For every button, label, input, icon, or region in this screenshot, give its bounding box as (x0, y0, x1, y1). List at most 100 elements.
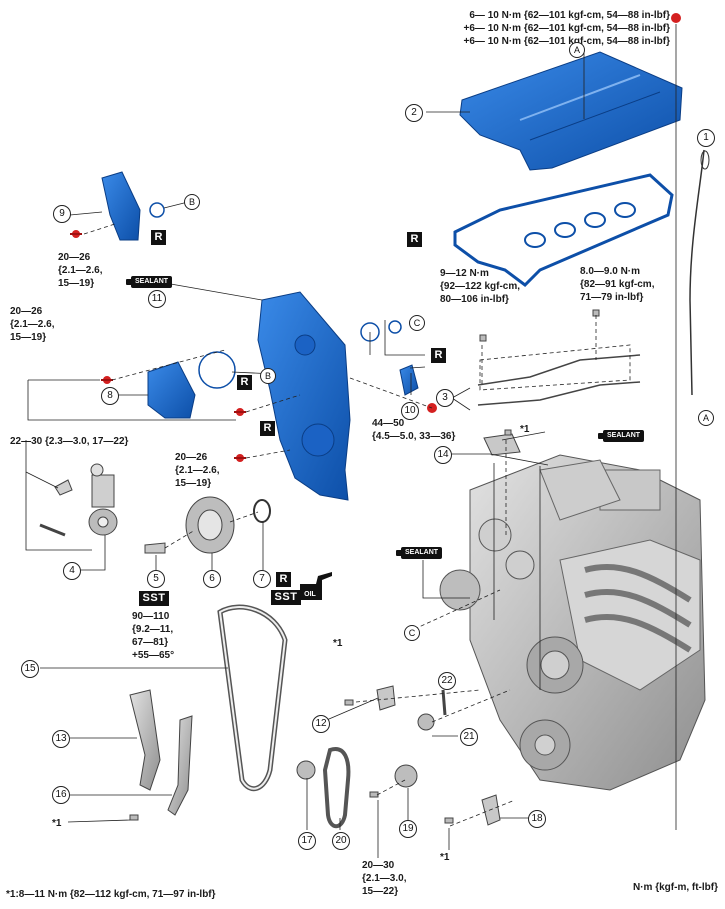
torque-44-50-line-1: 44—50 (372, 418, 405, 429)
part-number-3: 3 (436, 389, 454, 407)
chain-tensioner-12 (376, 685, 396, 711)
torque-9-12-line-1: 9—12 N·m (440, 268, 489, 279)
replace-badge: R (237, 375, 252, 390)
part-number-5: 5 (147, 570, 165, 588)
part-number-17: 17 (298, 832, 316, 850)
pin-22 (441, 689, 447, 716)
sealant-icon: SEALANT (598, 430, 654, 442)
ref-letter-b: B (184, 194, 200, 210)
torque-20-30-line-1: 20—30 (362, 860, 395, 871)
part-number-21: 21 (460, 728, 478, 746)
chain-guide (129, 689, 161, 791)
pulley-bolt (144, 542, 166, 554)
part-number-16: 16 (52, 786, 70, 804)
torque-8-9-line-2: {82—91 kgf-cm, (580, 279, 655, 290)
sealant-label: SEALANT (131, 276, 173, 288)
dashed-lines (83, 115, 631, 827)
part-number-4: 4 (63, 562, 81, 580)
torque-top-line-1: 6— 10 N·m {62—101 kgf-cm, 54—88 in-lbf} (469, 10, 670, 21)
cylinder-head-cover (459, 51, 683, 171)
tensioner-bolt (39, 523, 66, 537)
o-ring-9 (149, 202, 165, 218)
torque-top-line-2: +6— 10 N·m {62—101 kgf-cm, 54—88 in-lbf} (463, 23, 670, 34)
torque-90-110-line-1: 90—110 (132, 611, 170, 622)
footnote: *1:8—11 N·m {82—112 kgf-cm, 71—97 in-lbf… (6, 889, 216, 900)
torque-90-110-line-3: 67—81} (132, 637, 169, 648)
part-number-13: 13 (52, 730, 70, 748)
torque-90-110-line-2: {9.2—11, (132, 624, 174, 635)
torque-20-26-a-line-3: 15—19} (58, 278, 95, 289)
sprocket-21 (417, 713, 435, 731)
torque-20-26-b-line-2: {2.1—2.6, (10, 319, 55, 330)
replace-badge: R (407, 232, 422, 247)
o-ring-c2 (388, 320, 402, 334)
part-number-14: 14 (434, 446, 452, 464)
oil-can-icon: OIL (300, 572, 332, 600)
sst-badge: SST (271, 590, 301, 605)
torque-20-26-b-line-3: 15—19} (10, 332, 47, 343)
red-bolt-shafts (70, 233, 246, 459)
tensioner-nut (54, 479, 73, 496)
part-number-8: 8 (101, 387, 119, 405)
engine-block (439, 454, 706, 791)
star1-marker: *1 (520, 424, 530, 435)
torque-20-26-b-line-1: 20—26 (10, 306, 43, 317)
part-number-11: 11 (148, 290, 166, 308)
sealant-icon: SEALANT (126, 276, 182, 288)
torque-20-26-a-line-2: {2.1—2.6, (58, 265, 103, 276)
ref-letter-a: A (569, 42, 585, 58)
cover-part-8 (147, 361, 196, 419)
oil-dipstick (689, 149, 705, 396)
replace-badge: R (151, 230, 166, 245)
oil-pump-sprocket-19 (394, 764, 418, 788)
crank-sprocket-17 (296, 760, 316, 780)
torque-8-9-line-3: 71—79 in-lbf} (580, 292, 644, 303)
torque-90-110-line-4: +55—65° (132, 650, 175, 661)
replace-badge: R (431, 348, 446, 363)
torque-20-30-line-2: {2.1—3.0, (362, 873, 407, 884)
torque-44-50-line-2: {4.5—5.0, 33—36} (372, 431, 456, 442)
unit-note: N·m {kgf-m, ft-lbf} (633, 882, 718, 893)
sst-badge: SST (139, 591, 169, 606)
harness-3 (477, 354, 641, 406)
torque-8-9-line-1: 8.0—9.0 N·m (580, 266, 641, 277)
replace-badge: R (276, 572, 291, 587)
star1-marker: *1 (333, 638, 343, 649)
replace-badge: R (260, 421, 275, 436)
star1-marker: *1 (440, 852, 450, 863)
engine-front-cover (257, 291, 351, 501)
drive-belt-tensioner (88, 463, 118, 536)
part-number-12: 12 (312, 715, 330, 733)
torque-20-26-c-line-1: 20—26 (175, 452, 208, 463)
part-number-19: 19 (399, 820, 417, 838)
ref-letter-c: C (404, 625, 420, 641)
torque-20-26-a-line-1: 20—26 (58, 252, 91, 263)
sealant-icon: SEALANT (396, 547, 452, 559)
crankshaft-pulley (185, 496, 235, 554)
part-number-20: 20 (332, 832, 350, 850)
torque-20-30-line-3: 15—22} (362, 886, 399, 897)
timing-chain-inner (218, 606, 287, 790)
timing-chain (217, 604, 288, 792)
ref-letter-b: B (260, 368, 276, 384)
torque-20-26-c-line-2: {2.1—2.6, (175, 465, 220, 476)
sealant-label: SEALANT (401, 547, 443, 559)
ref-letter-c: C (409, 315, 425, 331)
oil-seal-7 (253, 499, 271, 523)
part-number-9: 9 (53, 205, 71, 223)
dipstick-ring (700, 150, 710, 170)
oil-pump-chain (322, 747, 351, 829)
tensioner-arm (167, 715, 193, 816)
part-14 (483, 433, 521, 456)
oil-can-label: OIL (304, 591, 316, 598)
plug-hole-seals (524, 202, 636, 248)
torque-20-26-c-line-3: 15—19} (175, 478, 212, 489)
torque-9-12-line-3: 80—106 in-lbf} (440, 294, 509, 305)
sealant-label: SEALANT (603, 430, 645, 442)
torque-9-12-line-2: {92—122 kgf-cm, (440, 281, 521, 292)
part-number-1: 1 (697, 129, 715, 147)
bracket-9 (101, 171, 141, 241)
part-number-22: 22 (438, 672, 456, 690)
part-number-6: 6 (203, 570, 221, 588)
